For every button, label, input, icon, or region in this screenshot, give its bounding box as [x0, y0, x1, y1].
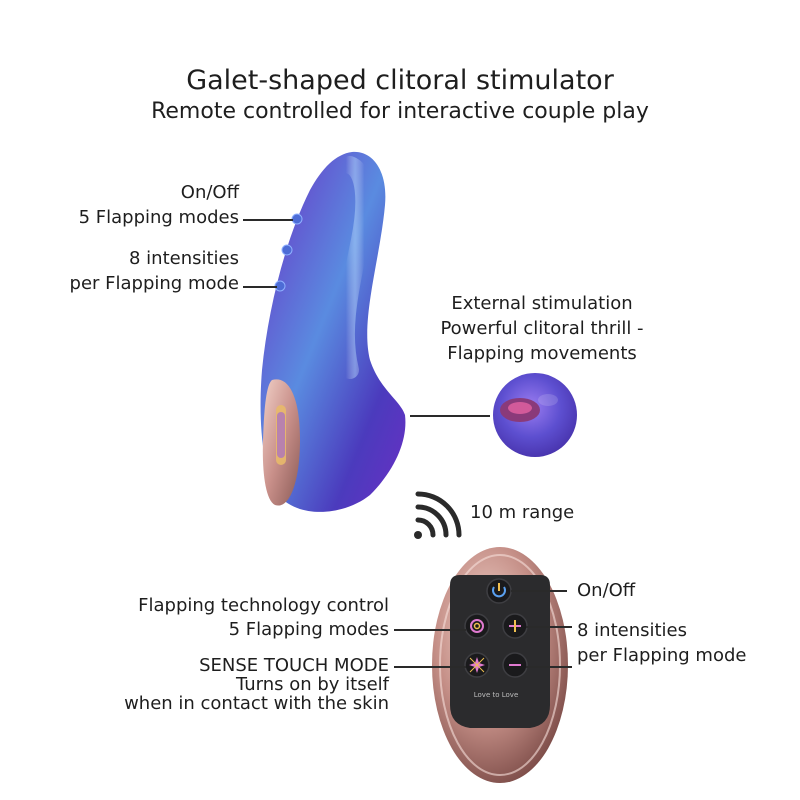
device-label-intensities: 8 intensities: [128, 248, 239, 269]
leader-line-sense-touch: [394, 666, 466, 668]
leader-line-external: [410, 415, 490, 417]
remote-label-per-mode: per Flapping mode: [577, 645, 747, 666]
minus-icon: [502, 652, 528, 678]
leader-line-button1: [243, 219, 293, 221]
leader-line-minus-remote: [526, 666, 572, 668]
device-button-middle: [281, 244, 293, 256]
external-label-line3: Flapping movements: [447, 343, 637, 364]
remote-label-onoff: On/Off: [577, 580, 636, 601]
remote-brand-text: Love to Love: [474, 691, 519, 699]
page-subtitle: Remote controlled for interactive couple…: [151, 99, 649, 124]
remote-label-turns-on: Turns on by itself: [235, 674, 389, 695]
external-label-line1: External stimulation: [451, 293, 633, 314]
stimulator-head-closeup: [493, 373, 577, 457]
range-label: 10 m range: [470, 502, 575, 523]
wifi-signal-icon: [414, 491, 462, 539]
leader-line-intensities-remote: [526, 626, 572, 628]
device-label-per-mode: per Flapping mode: [69, 273, 239, 294]
plus-icon: [502, 613, 528, 639]
sparkle-icon: [464, 652, 490, 678]
remote-label-intensities: 8 intensities: [577, 620, 688, 641]
device-label-flapping-modes: 5 Flapping modes: [78, 207, 239, 228]
leader-line-button2: [243, 286, 277, 288]
remote-label-flapping-control: Flapping technology control: [138, 595, 389, 616]
spiral-icon: [464, 613, 490, 639]
stimulator-device: [260, 151, 406, 512]
remote-control: Love to Love: [432, 547, 568, 783]
remote-label-skin-contact: when in contact with the skin: [124, 693, 389, 714]
remote-label-flapping-modes: 5 Flapping modes: [228, 619, 389, 640]
leader-line-flapping-control: [394, 629, 466, 631]
device-button-top: [291, 213, 303, 225]
page-title: Galet-shaped clitoral stimulator: [186, 65, 614, 96]
remote-label-sense-touch: SENSE TOUCH MODE: [199, 655, 389, 676]
device-label-onoff: On/Off: [180, 182, 239, 203]
leader-line-onoff-remote: [511, 590, 567, 592]
external-label-line2: Powerful clitoral thrill -: [440, 318, 644, 339]
power-icon: [486, 578, 512, 604]
